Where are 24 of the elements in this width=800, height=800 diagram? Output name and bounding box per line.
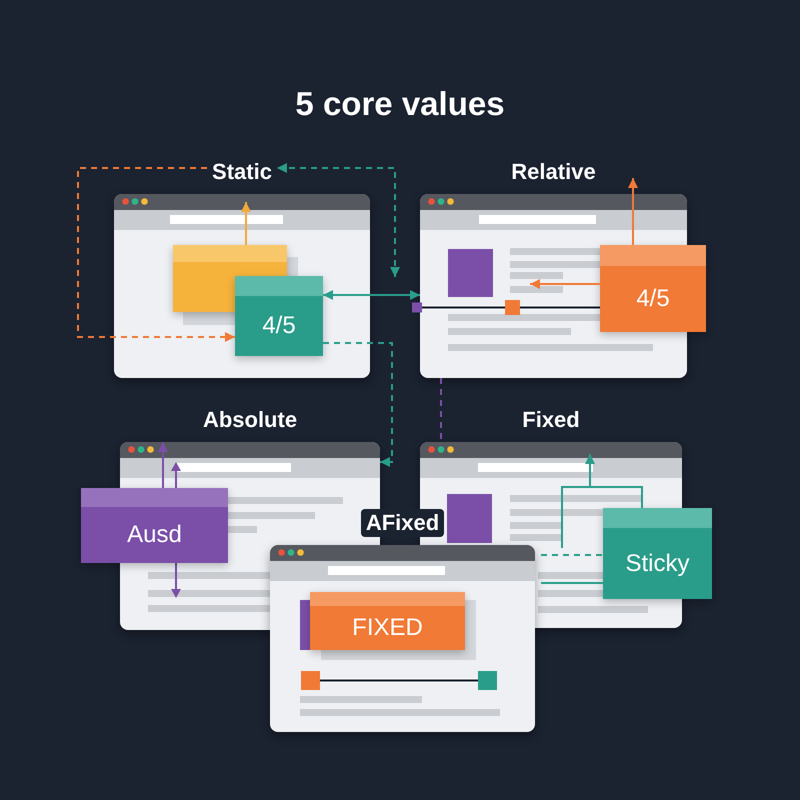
window-heading: AFixed (360, 509, 444, 537)
box-label: FIXED (352, 614, 423, 642)
dashed-arrow (276, 163, 400, 277)
arrow (158, 442, 168, 488)
box-label: Sticky (625, 550, 690, 578)
connector-line (541, 582, 603, 584)
positioned-box (310, 592, 465, 650)
dashed-arrow (77, 167, 235, 342)
arrow (628, 178, 638, 245)
dashed-arrow (323, 342, 393, 467)
box-label: 4/5 (262, 312, 296, 340)
positioned-box (600, 245, 706, 332)
dashed-line (541, 554, 603, 556)
positioned-box (81, 488, 228, 563)
diagram-title: 5 core values (295, 84, 505, 124)
arrow (530, 279, 600, 289)
positioned-box (603, 508, 712, 599)
box-label: 4/5 (636, 285, 670, 313)
arrow (323, 290, 420, 300)
arrow (561, 453, 643, 549)
box-label: Ausd (127, 521, 182, 549)
positioned-box (235, 276, 323, 356)
arrow (241, 202, 251, 245)
dashed-line (440, 378, 442, 442)
